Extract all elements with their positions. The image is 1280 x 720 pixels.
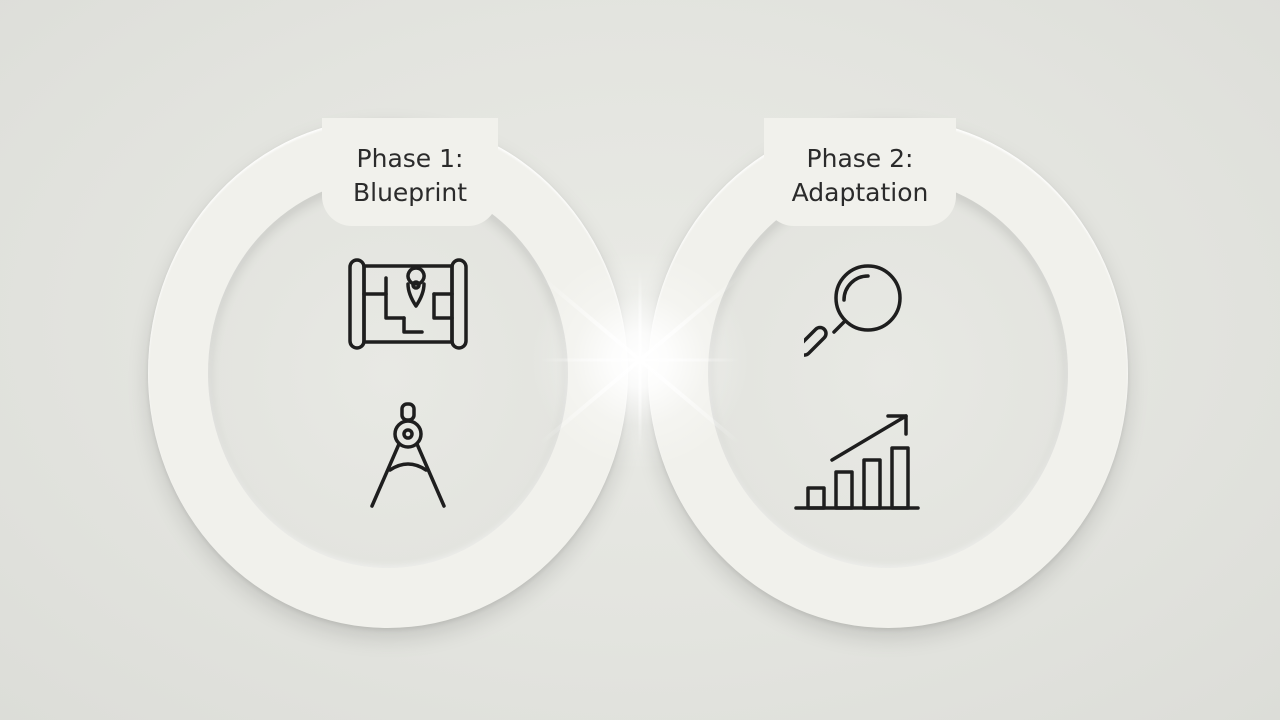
drafting-compass-icon [368,400,448,510]
phase-2-ring-inner [708,178,1068,568]
blueprint-map-icon [346,254,470,354]
phase-1-title-line1: Phase 1: [356,144,464,173]
phase-1-title-line2: Blueprint [352,178,468,207]
phase-1-label: Phase 1: Blueprint [322,118,498,226]
phase-2-title-line2: Adaptation [791,178,929,207]
phase-2-title-line1: Phase 2: [806,144,914,173]
phase-1-ring-inner [208,178,568,568]
phase-2-label: Phase 2: Adaptation [764,118,956,226]
growth-chart-icon [792,410,922,512]
magnifying-glass-icon [804,260,908,364]
